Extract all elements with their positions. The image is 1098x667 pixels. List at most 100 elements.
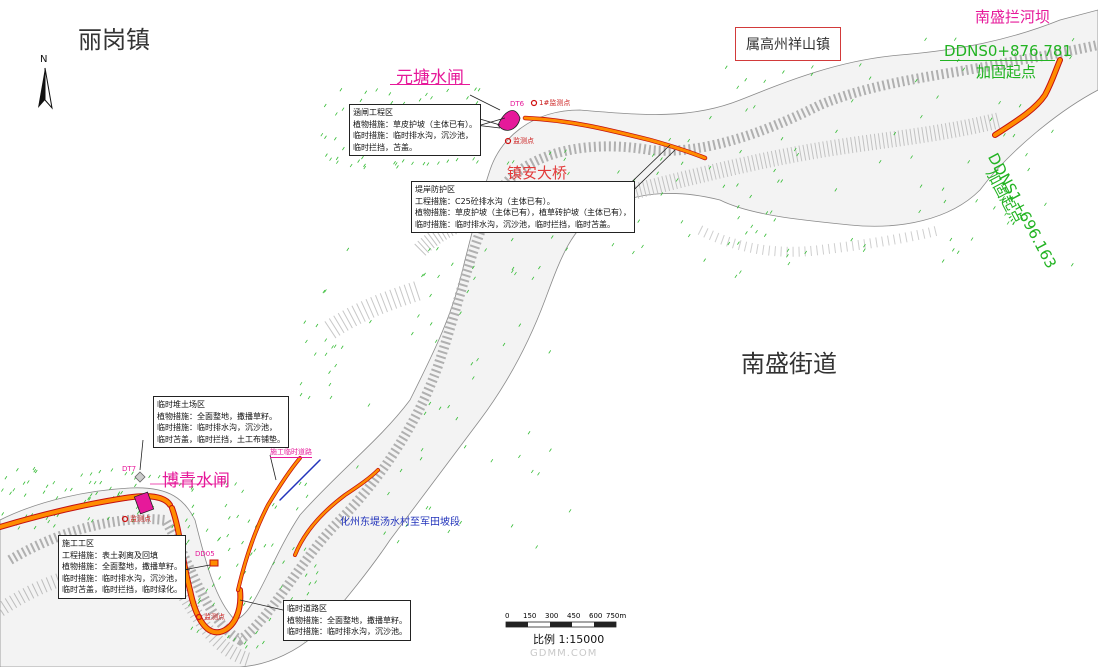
vegetation-tick	[834, 188, 838, 192]
vegetation-tick	[90, 519, 94, 523]
vegetation-tick	[967, 160, 971, 164]
vegetation-tick	[191, 504, 195, 508]
vegetation-tick	[80, 473, 84, 477]
dd05-label: DD05	[195, 550, 215, 558]
vegetation-tick	[4, 476, 8, 480]
vegetation-tick	[89, 493, 93, 497]
vegetation-tick	[361, 155, 364, 160]
vegetation-tick	[656, 171, 659, 175]
vegetation-tick	[511, 266, 515, 271]
vegetation-tick	[477, 88, 481, 92]
vegetation-tick	[88, 497, 91, 501]
vegetation-tick	[502, 342, 506, 347]
vegetation-tick	[510, 237, 514, 242]
vegetation-tick	[446, 159, 450, 163]
vegetation-tick	[249, 596, 253, 600]
vegetation-tick	[110, 468, 114, 472]
vegetation-tick	[339, 87, 343, 92]
vegetation-tick	[430, 96, 433, 100]
vegetation-tick	[243, 641, 247, 645]
vegetation-tick	[227, 516, 231, 520]
vegetation-tick	[420, 447, 424, 452]
vegetation-tick	[218, 576, 222, 580]
vegetation-tick	[680, 161, 684, 165]
vegetation-tick	[970, 237, 974, 241]
vegetation-tick	[423, 272, 426, 277]
vegetation-tick	[32, 466, 36, 471]
vegetation-tick	[305, 494, 309, 499]
vegetation-tick	[387, 491, 390, 496]
sluice-boqing-label: 博青水闸	[162, 471, 230, 491]
vegetation-tick	[1044, 202, 1047, 207]
vegetation-tick	[943, 199, 947, 204]
vegetation-tick	[243, 570, 247, 575]
callout-line: 临时苫盖，临时拦挡，临时绿化。	[62, 585, 182, 594]
callout-sluice-area: 涵闸工程区 植物措施：草皮护坡（主体已有）。 临时措施：临时排水沟，沉沙池， 临…	[349, 104, 481, 156]
vegetation-tick	[148, 474, 151, 479]
vegetation-tick	[455, 157, 459, 162]
vegetation-tick	[328, 382, 332, 387]
chainage-a-underline	[940, 60, 1055, 61]
vegetation-tick	[722, 184, 726, 188]
vegetation-tick	[773, 168, 776, 173]
vegetation-tick	[324, 135, 327, 139]
vegetation-tick	[641, 244, 644, 249]
vegetation-tick	[207, 566, 211, 570]
callout-line: 临时拦挡，苫盖。	[353, 142, 417, 152]
vegetation-tick	[396, 539, 400, 544]
vegetation-tick	[205, 588, 209, 593]
vegetation-tick	[506, 161, 510, 165]
vegetation-tick	[390, 100, 394, 105]
vegetation-tick	[850, 237, 854, 242]
vegetation-tick	[249, 552, 253, 556]
vegetation-tick	[1013, 52, 1017, 57]
vegetation-tick	[804, 250, 808, 255]
vegetation-tick	[315, 323, 319, 328]
vegetation-tick	[773, 218, 777, 222]
vegetation-tick	[475, 100, 479, 105]
vegetation-tick	[703, 258, 706, 262]
vegetation-tick	[989, 117, 993, 121]
vegetation-tick	[315, 571, 319, 575]
monitor-points	[121, 99, 538, 621]
vegetation-tick	[205, 528, 209, 532]
vegetation-tick	[447, 529, 451, 534]
vegetation-tick	[949, 237, 953, 242]
vegetation-tick	[253, 548, 257, 552]
vegetation-tick	[55, 496, 59, 500]
vegetation-tick	[755, 229, 758, 234]
vegetation-tick	[324, 338, 328, 342]
vegetation-tick	[185, 518, 188, 522]
zhenan-bridge-label: 镇安大桥	[507, 164, 568, 182]
vegetation-tick	[70, 487, 73, 492]
monitor-label-1: 1#监测点	[539, 99, 571, 107]
vegetation-tick	[95, 491, 98, 496]
vegetation-tick	[313, 352, 317, 356]
vegetation-tick	[850, 99, 854, 103]
vegetation-tick	[226, 634, 230, 639]
vegetation-tick	[437, 161, 440, 165]
callout-temp-road-area: 临时道路区 植物措施：全面整地，撒播草籽。 临时措施：临时排水沟，沉沙池。	[283, 600, 411, 641]
vegetation-tick	[226, 533, 230, 538]
vegetation-tick	[660, 157, 663, 161]
vegetation-tick	[336, 160, 339, 164]
vegetation-tick	[651, 153, 655, 157]
vegetation-tick	[42, 490, 46, 494]
vegetation-tick	[1006, 221, 1010, 225]
vegetation-tick	[780, 179, 784, 183]
vegetation-tick	[341, 107, 345, 111]
sluice-yuantang-label: 元塘水闸	[396, 68, 464, 88]
vegetation-tick	[191, 488, 194, 492]
town-ligang: 丽岗镇	[78, 26, 150, 54]
vegetation-tick	[668, 137, 672, 142]
vegetation-tick	[274, 505, 278, 509]
vegetation-tick	[564, 149, 567, 153]
vegetation-tick	[131, 471, 134, 475]
vegetation-tick	[617, 170, 620, 174]
chainage-a-code: DDNS0+876.781	[944, 42, 1072, 60]
vegetation-tick	[563, 157, 567, 162]
vegetation-tick	[396, 165, 399, 169]
vegetation-tick	[295, 507, 299, 511]
vegetation-tick	[736, 205, 740, 209]
vegetation-tick	[737, 241, 740, 245]
